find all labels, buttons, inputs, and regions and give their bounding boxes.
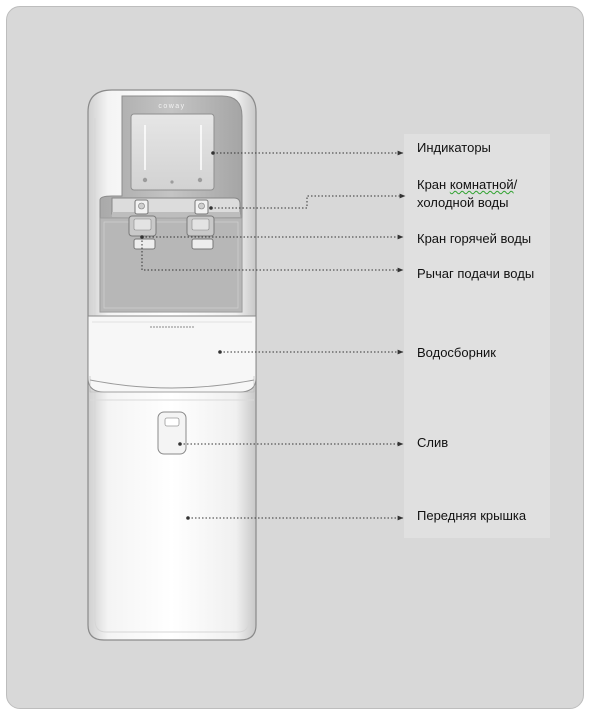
label-cold-tap-part-a: Кран xyxy=(417,177,450,192)
power-indicator-icon xyxy=(170,180,174,184)
hot-indicator-icon xyxy=(197,177,203,183)
drain[interactable] xyxy=(157,411,187,455)
brand-logo: coway xyxy=(158,103,185,110)
label-column-background xyxy=(404,134,550,538)
indicator-screen xyxy=(130,113,215,191)
label-indicators: Индикаторы xyxy=(417,140,491,155)
leader-dots xyxy=(140,151,222,520)
label-water-lever: Рычаг подачи воды xyxy=(417,266,535,281)
leader-cold-tap xyxy=(211,193,406,209)
label-cold-tap-part-c: / xyxy=(513,177,518,192)
leader-lever xyxy=(141,237,404,273)
label-drain: Слив xyxy=(417,435,449,450)
cold-tap[interactable] xyxy=(128,199,157,237)
leader-lines xyxy=(141,150,406,521)
cold-indicator-icon xyxy=(142,177,148,183)
label-cold-tap-line2: холодной воды xyxy=(417,195,509,210)
drip-tray[interactable] xyxy=(87,315,257,393)
label-hot-tap: Кран горячей воды xyxy=(417,231,532,246)
label-drip-tray: Водосборник xyxy=(417,345,496,360)
water-lever[interactable] xyxy=(133,238,214,250)
hot-tap[interactable] xyxy=(186,199,215,237)
label-cold-tap-part-b: комнатной xyxy=(449,177,514,192)
label-front-cover: Передняя крышка xyxy=(417,508,527,523)
label-cold-tap: Кран комнатной/ xyxy=(417,175,517,194)
tap-bar xyxy=(111,197,241,217)
